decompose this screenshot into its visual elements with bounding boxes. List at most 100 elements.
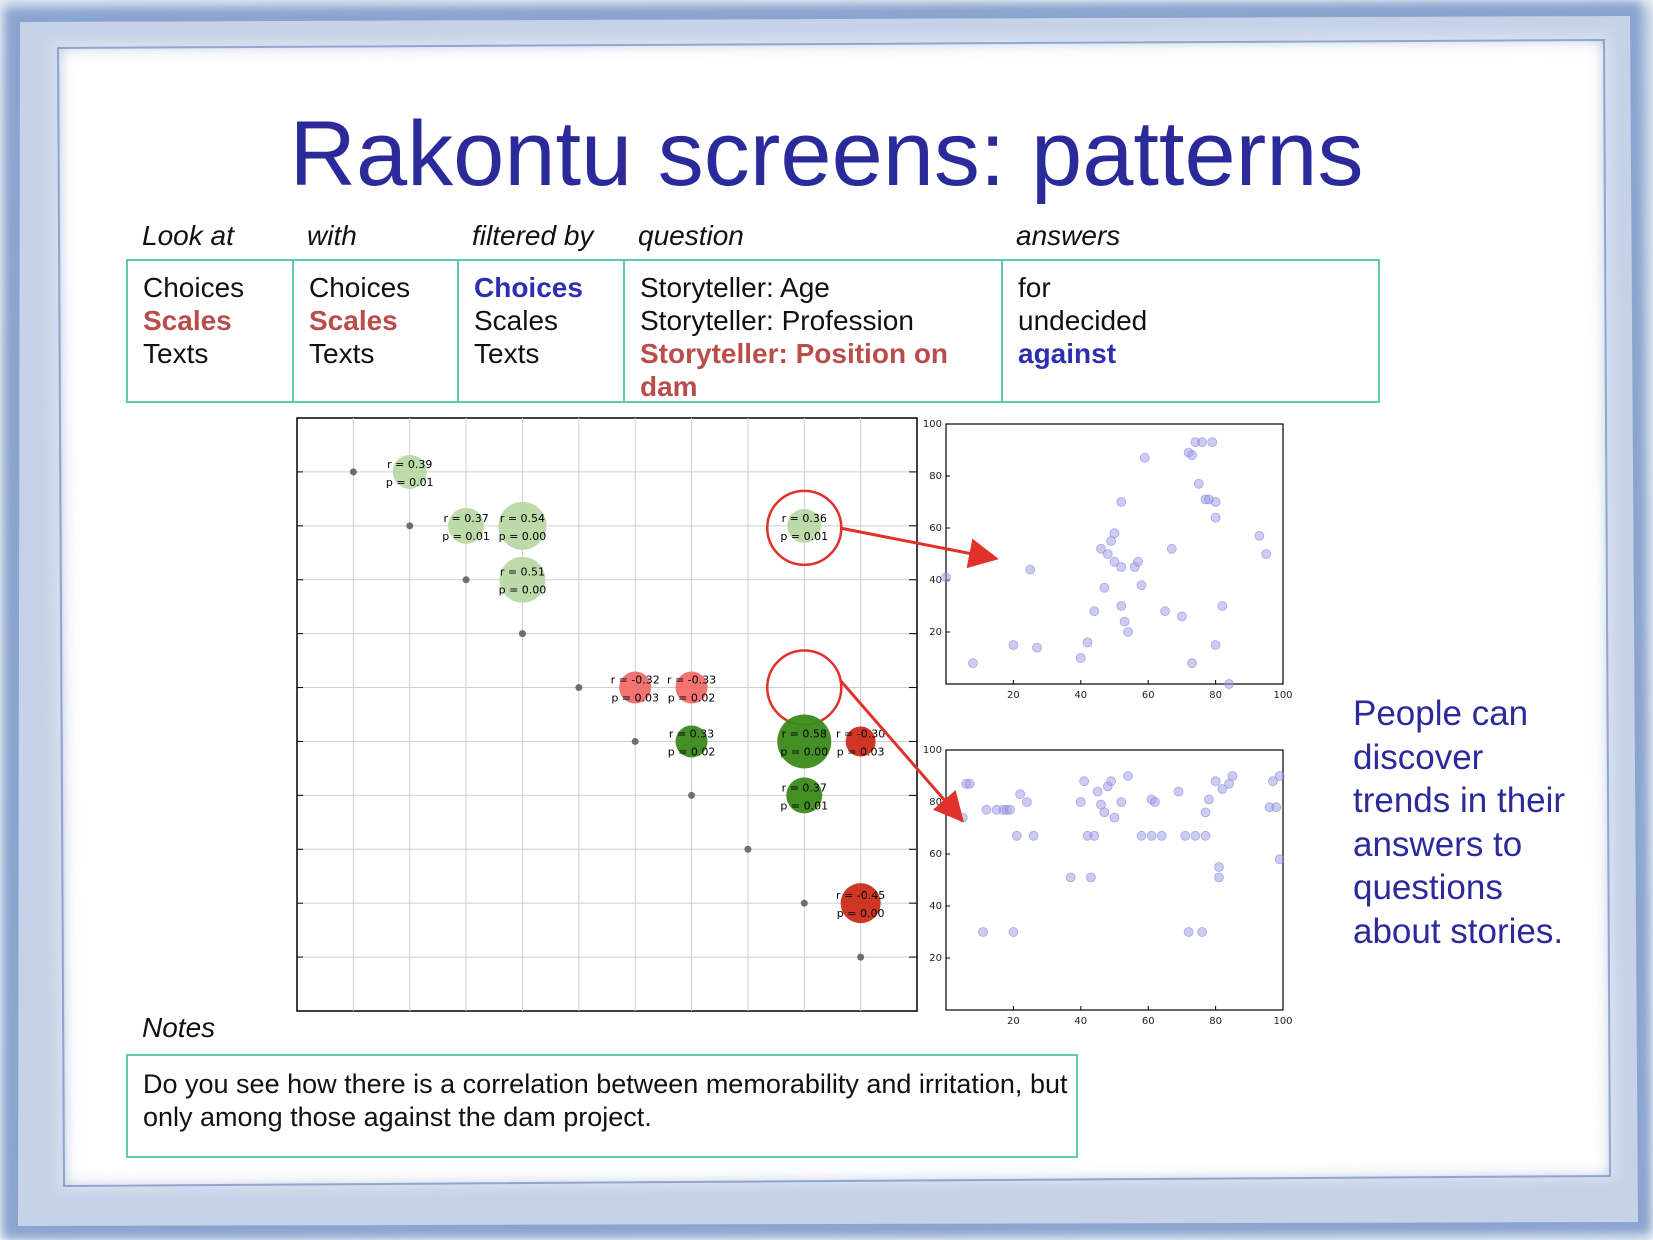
correlation-bubble: [675, 671, 708, 704]
scatter-point: [1082, 637, 1093, 648]
scatter-point: [1210, 640, 1221, 650]
with-column: Choices Scales Texts: [294, 261, 459, 401]
scatter-point: [1176, 611, 1187, 622]
scatter-point: [1099, 807, 1110, 818]
x-tick-label: 40: [1074, 690, 1087, 701]
notes-box[interactable]: Do you see how there is a correlation be…: [126, 1054, 1078, 1158]
filter-texts[interactable]: Texts: [474, 338, 540, 369]
diagonal-point: [518, 630, 526, 638]
scatter-point: [1119, 616, 1130, 627]
scatter-point: [1193, 478, 1204, 489]
scatter-point: [1075, 797, 1086, 807]
scatter-point: [1274, 854, 1285, 865]
r-label: r = -0.32: [611, 674, 660, 687]
answer-against[interactable]: against: [1018, 338, 1117, 369]
question-position-on-dam[interactable]: Storyteller: Position on dam: [640, 338, 949, 402]
r-label: r = 0.33: [669, 727, 714, 740]
x-tick-label: 20: [1007, 690, 1020, 701]
scatter-point: [1109, 812, 1120, 823]
correlation-bubble: [392, 454, 427, 489]
diagonal-point: [575, 684, 583, 692]
diagonal-point: [857, 953, 865, 961]
scatter-point: [1008, 640, 1019, 650]
r-label: r = -0.45: [836, 889, 885, 902]
scatter-point: [1187, 450, 1197, 461]
scatter-point: [1210, 776, 1221, 787]
answer-for[interactable]: for: [1018, 272, 1051, 303]
scatter-point: [1217, 601, 1228, 611]
r-label: r = 0.36: [782, 512, 827, 525]
scatter-point: [1210, 512, 1221, 523]
p-label: p = 0.01: [780, 530, 828, 543]
with-choices[interactable]: Choices: [309, 272, 411, 303]
answer-undecided[interactable]: undecided: [1018, 305, 1148, 336]
correlation-bubble: [675, 725, 708, 758]
p-label: p = 0.00: [837, 907, 885, 920]
y-tick-label: 40: [929, 901, 942, 912]
scatter-point: [1156, 830, 1167, 841]
y-tick-label: 60: [929, 849, 942, 860]
scatter-point: [1116, 797, 1127, 807]
filter-scales[interactable]: Scales: [474, 305, 559, 336]
scatter-point: [1116, 601, 1127, 611]
correlation-bubble: [498, 501, 547, 550]
filter-choices[interactable]: Choices: [474, 272, 583, 303]
scatter-point: [1089, 606, 1100, 617]
p-label: p = 0.01: [386, 476, 434, 489]
scatter-point: [1214, 872, 1224, 883]
p-label: p = 0.00: [780, 745, 828, 758]
look-at-column: Choices Scales Texts: [128, 261, 294, 401]
scatter-point: [1166, 543, 1177, 554]
scatter-point: [1274, 771, 1285, 781]
look-at-choices[interactable]: Choices: [143, 272, 245, 303]
correlation-bubble: [619, 671, 652, 704]
scatter-point: [1136, 580, 1147, 591]
scatter-point: [1190, 830, 1201, 841]
y-tick-label: 80: [929, 797, 942, 808]
scatter-point: [1207, 437, 1218, 448]
with-scales[interactable]: Scales: [309, 305, 398, 336]
question-profession[interactable]: Storyteller: Profession: [640, 305, 914, 336]
r-label: r = 0.58: [782, 727, 827, 740]
correlation-bubble: [786, 777, 823, 814]
r-label: r = 0.54: [500, 512, 545, 525]
p-label: p = 0.01: [780, 799, 828, 812]
r-label: r = -0.33: [667, 674, 716, 687]
scatter-point: [1116, 497, 1127, 507]
x-tick-label: 100: [1273, 690, 1292, 701]
p-label: p = 0.03: [611, 692, 659, 705]
diagonal-point: [631, 737, 639, 745]
scatter-point: [1028, 830, 1039, 841]
y-tick-label: 100: [923, 419, 942, 430]
look-at-scales[interactable]: Scales: [143, 305, 232, 336]
filtered-by-column: Choices Scales Texts: [459, 261, 625, 401]
scatter-point: [1261, 549, 1272, 559]
p-label: p = 0.01: [442, 530, 490, 543]
header-with: with: [307, 220, 357, 251]
question-column: Storyteller: Age Storyteller: Profession…: [625, 261, 1003, 402]
r-label: r = 0.37: [443, 512, 488, 525]
scatter-point: [1203, 794, 1214, 805]
scatter-point: [1015, 789, 1026, 800]
scatter-point: [1096, 543, 1106, 554]
scatter-point: [1197, 927, 1208, 937]
scatter-point: [1183, 927, 1194, 937]
x-tick-label: 100: [1273, 1016, 1292, 1027]
diagonal-point: [349, 468, 357, 476]
correlation-bubble: [840, 883, 881, 924]
scatter-point: [1116, 562, 1127, 572]
scatter-point: [1086, 872, 1096, 883]
scatter-point: [1139, 452, 1150, 463]
scatter-point: [1109, 528, 1120, 539]
correlation-bubble: [777, 714, 832, 769]
question-age[interactable]: Storyteller: Age: [640, 272, 830, 303]
scatter-point: [964, 778, 975, 789]
scatter-point: [1079, 776, 1090, 787]
with-texts[interactable]: Texts: [309, 338, 375, 369]
y-tick-label: 100: [923, 745, 942, 756]
header-look-at: Look at: [142, 220, 234, 251]
look-at-texts[interactable]: Texts: [143, 338, 209, 369]
plot-frame: [945, 749, 1284, 1011]
